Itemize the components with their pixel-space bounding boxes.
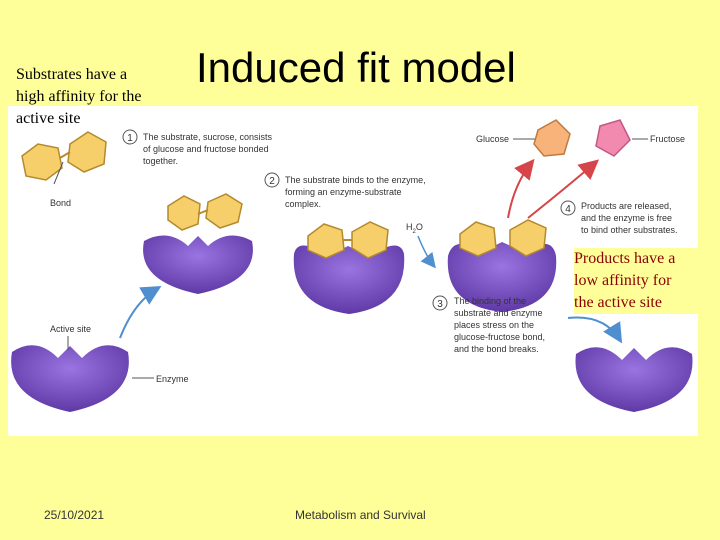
step-3-text: The binding of the (454, 296, 526, 306)
svg-text:H2O: H2O (406, 222, 423, 235)
step-3-text: places stress on the (454, 320, 534, 330)
water-arrow (417, 235, 436, 269)
glucose-product (533, 119, 571, 157)
enzyme-substrate-complex (293, 221, 405, 314)
note-left-line: Substrates have a (16, 66, 128, 83)
step-4: 4 Products are released, and the enzyme … (560, 200, 678, 235)
step-3-text: substrate and enzyme (454, 308, 543, 318)
enzyme-label: Enzyme (156, 374, 189, 384)
note-right-line: the active site (574, 292, 720, 314)
step-2-text: The substrate binds to the enzyme, (285, 175, 426, 185)
footer-course-title: Metabolism and Survival (295, 508, 426, 522)
enzyme-free (143, 235, 253, 294)
enzyme-bond-breaking (447, 219, 557, 312)
note-left-line: high affinity for the (16, 88, 142, 105)
glucose-label: Glucose (476, 134, 509, 144)
substrate-affinity-note: Substrates have a high affinity for the … (16, 64, 196, 130)
step-2-text: complex. (285, 199, 321, 209)
fructose-product (595, 119, 631, 157)
cycle-arrow-reuse (567, 316, 623, 344)
note-right-line: low affinity for (574, 270, 720, 292)
step-1-text: The substrate, sucrose, consists (143, 132, 273, 142)
step-2-text: forming an enzyme-substrate (285, 187, 402, 197)
substrate-sucrose (21, 131, 107, 185)
cycle-arrow-bind (119, 285, 162, 339)
fructose-label: Fructose (650, 134, 685, 144)
step-4-text: to bind other substrates. (581, 225, 678, 235)
note-left-line: active site (16, 110, 81, 127)
step-2-number: 2 (269, 176, 275, 187)
step-4-text: and the enzyme is free (581, 213, 672, 223)
release-arrow-glucose (507, 158, 535, 219)
step-3-text: glucose-fructose bond, (454, 332, 545, 342)
step-4-text: Products are released, (581, 201, 672, 211)
release-arrow-fructose (527, 159, 600, 219)
substrate-approaching (167, 193, 243, 231)
step-2: 2 The substrate binds to the enzyme, for… (264, 172, 426, 209)
step-1-text: together. (143, 156, 178, 166)
product-affinity-note: Products have a low affinity for the act… (574, 248, 720, 314)
active-site-label: Active site (50, 324, 91, 334)
step-1: 1 The substrate, sucrose, consists of gl… (122, 129, 273, 166)
enzyme-initial (11, 345, 129, 412)
step-1-text: of glucose and fructose bonded (143, 144, 269, 154)
enzyme-released (575, 347, 693, 412)
step-3-text: and the bond breaks. (454, 344, 539, 354)
step-1-number: 1 (127, 133, 133, 144)
footer-date: 25/10/2021 (44, 508, 105, 522)
water-label: H2O (406, 222, 423, 235)
step-4-number: 4 (565, 204, 571, 215)
bond-label: Bond (50, 198, 71, 208)
slide-title: Induced fit model (196, 44, 516, 91)
step-3-number: 3 (437, 299, 443, 310)
diagram-svg: 1 The substrate, sucrose, consists of gl… (11, 119, 693, 412)
step-3: 3 The binding of the substrate and enzym… (432, 295, 545, 354)
note-right-line: Products have a (574, 248, 720, 270)
